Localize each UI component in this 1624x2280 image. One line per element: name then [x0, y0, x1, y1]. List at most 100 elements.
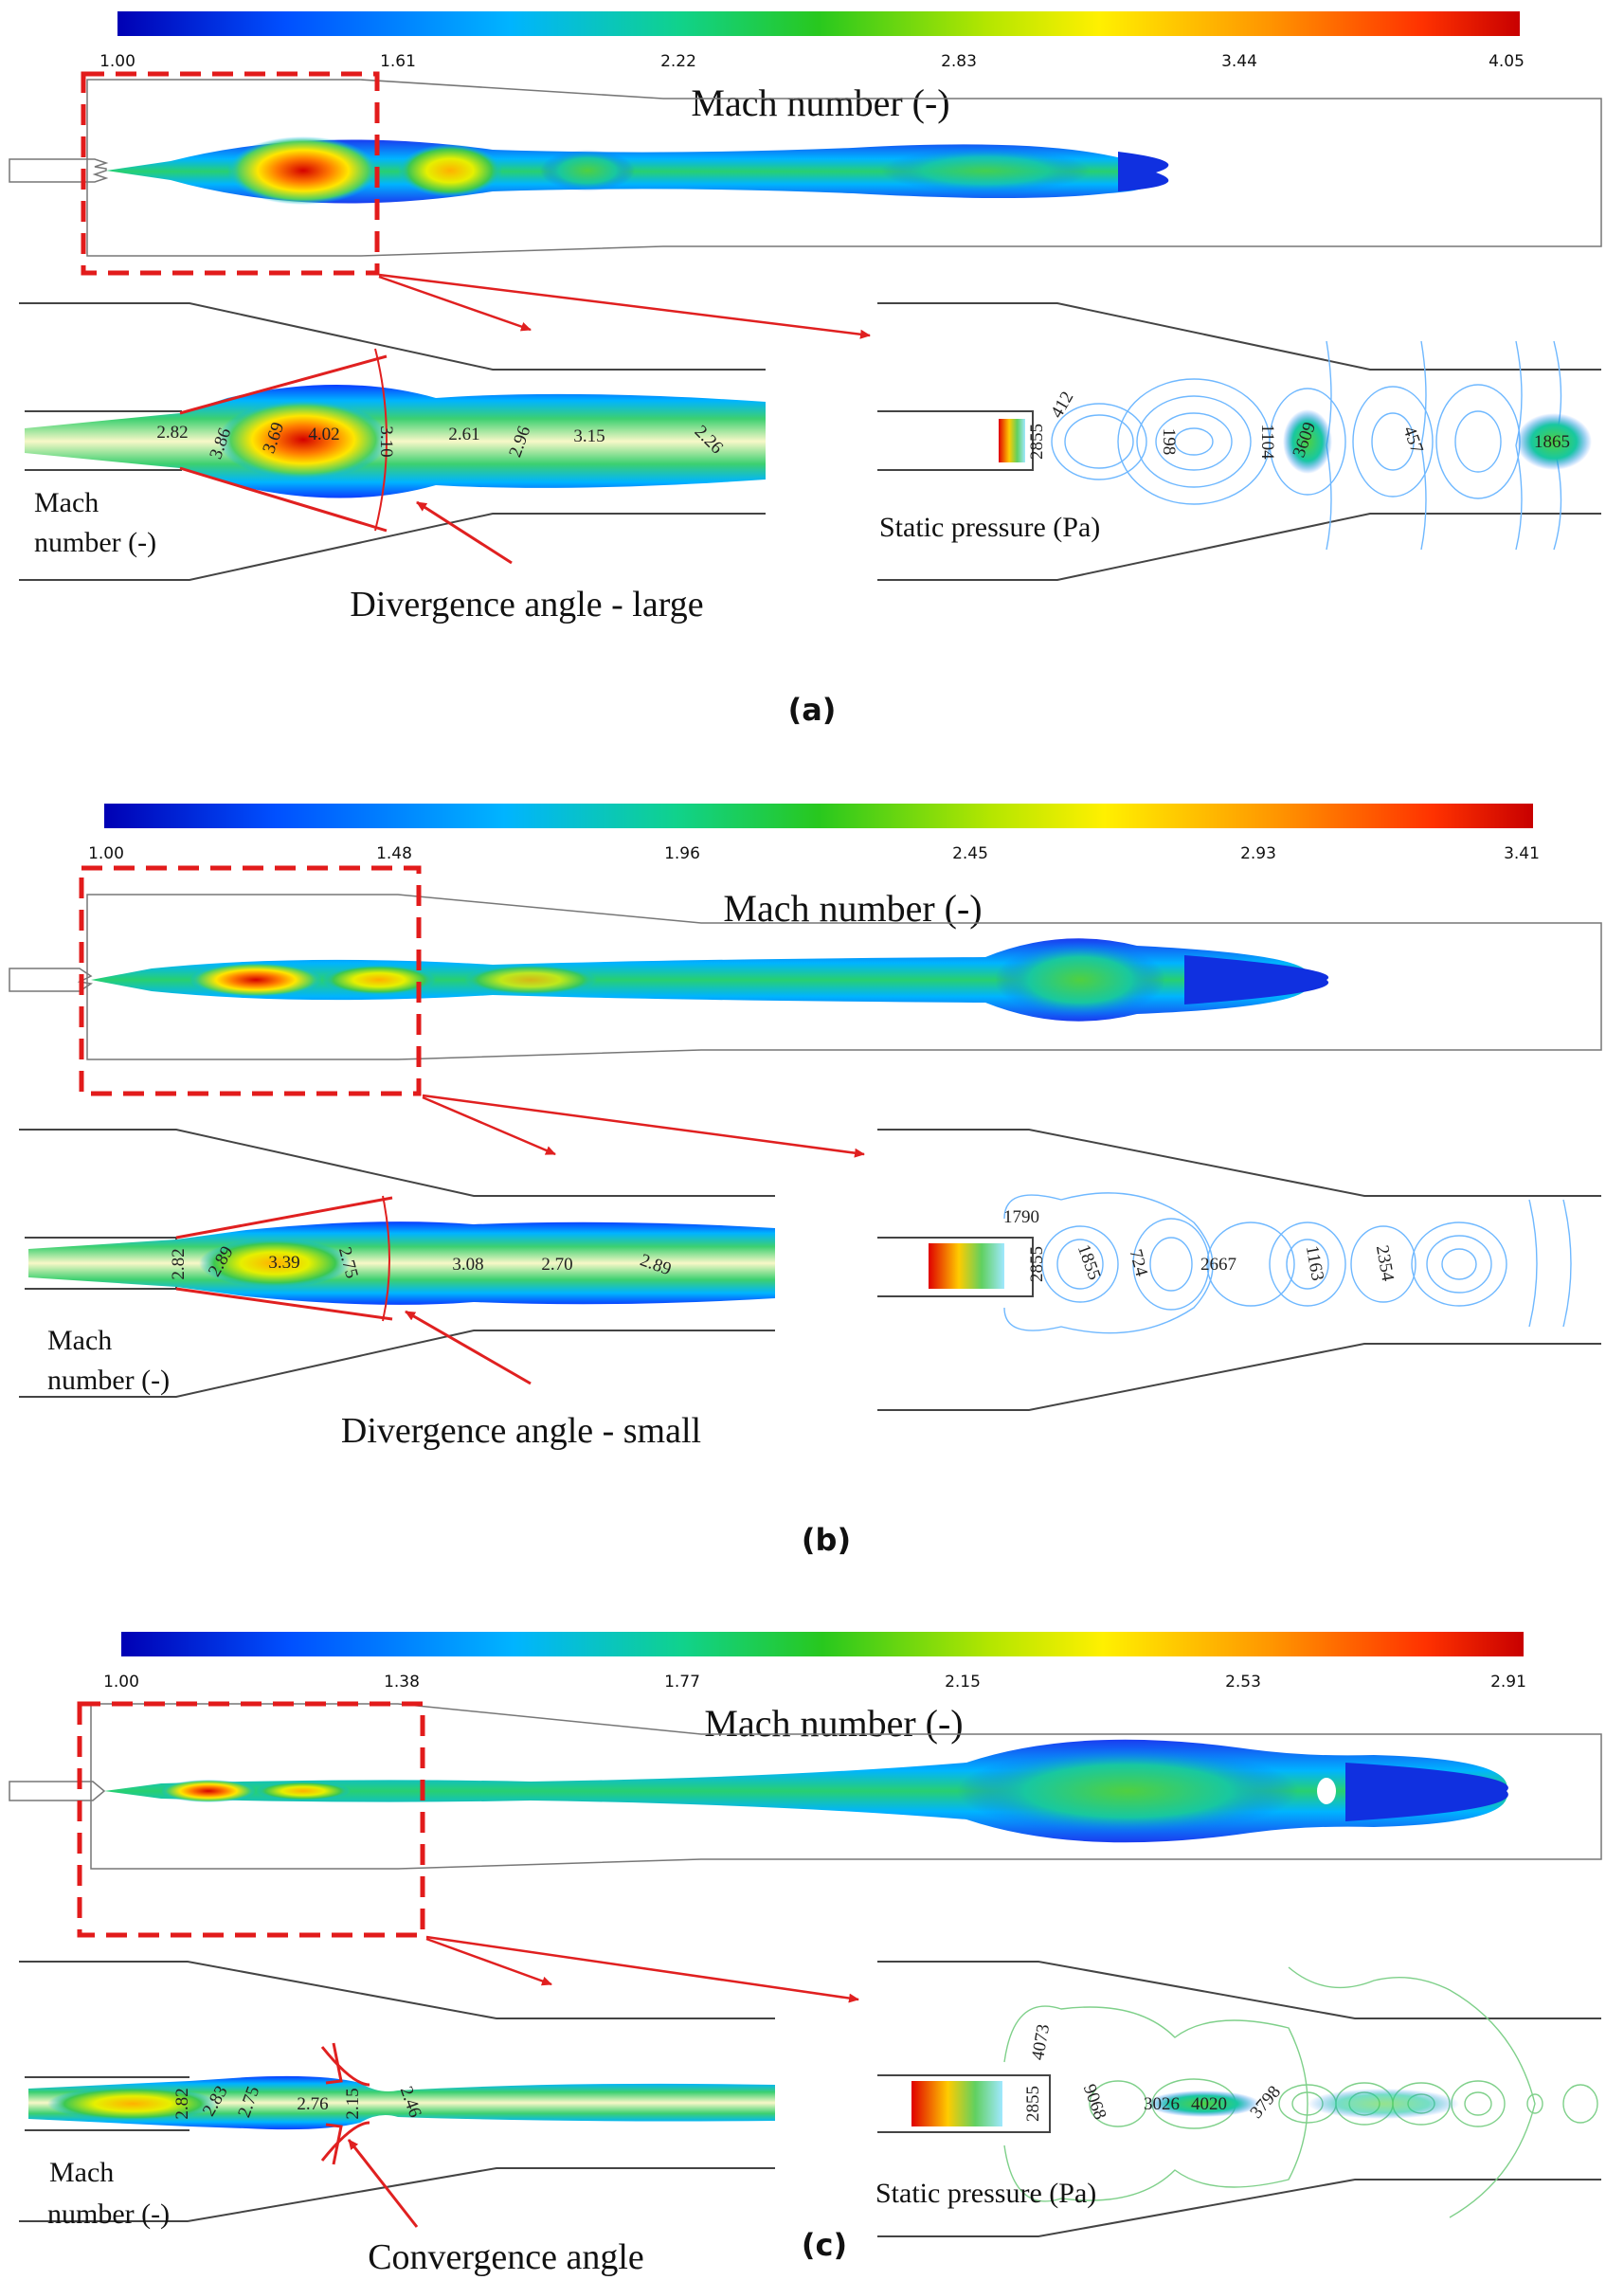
colorbar-b-tick-3: 2.45 — [952, 844, 988, 863]
pressure-value-b-0: 1790 — [1003, 1207, 1039, 1227]
panel-label-b: (b) — [802, 1522, 851, 1558]
pressure-value-c-0: 4073 — [1028, 2023, 1054, 2062]
mach-value-a-7: 3.15 — [573, 426, 604, 446]
mach-value-b-0: 2.82 — [169, 1248, 189, 1279]
panel-b: 1.00 1.48 1.96 2.45 2.93 3.41 Mach numbe… — [9, 804, 1602, 1558]
mach-value-a-5: 2.61 — [448, 425, 479, 444]
mach-label-a-1: Mach — [34, 487, 99, 518]
pressure-value-a-1: 412 — [1047, 389, 1077, 422]
zoom-plume-a — [25, 385, 766, 498]
mach-label-c-1: Mach — [49, 2157, 114, 2188]
zoom-box-a — [81, 71, 380, 276]
pressure-value-a-3: 1104 — [1257, 424, 1277, 460]
mach-value-c-3: 2.76 — [297, 2094, 328, 2114]
zoom-pressure-c: 4073 2855 9068 3026 4020 3798 Static pre… — [875, 1961, 1601, 2237]
colorbar-c-title: Mach number (-) — [704, 1702, 963, 1745]
pressure-value-a-2: 198 — [1159, 428, 1179, 456]
hotspot-a — [227, 136, 379, 205]
pressure-value-c-3: 3026 — [1144, 2094, 1180, 2114]
colorbar-b-tick-2: 1.96 — [664, 844, 700, 863]
pressure-value-a-6: 1865 — [1534, 432, 1570, 452]
colorbar-b-ramp — [104, 804, 1533, 828]
mach-value-b-2: 3.39 — [268, 1253, 299, 1273]
colorbar-c-tick-5: 2.91 — [1490, 1673, 1526, 1692]
pressure-value-a-0: 2855 — [1027, 424, 1047, 460]
colorbar-a-tick-1: 1.61 — [380, 52, 416, 71]
zoom-arrow-a-1 — [378, 275, 532, 332]
angle-arrow-a — [416, 500, 513, 565]
zoom-box-b — [79, 865, 422, 1096]
pressure-value-b-2: 1855 — [1074, 1242, 1105, 1283]
mach-label-c-2: number (-) — [47, 2199, 170, 2230]
nozzle-a-main — [9, 79, 1602, 257]
colorbar-b-tick-1: 1.48 — [376, 844, 412, 863]
mach-value-b-4: 3.08 — [452, 1255, 483, 1275]
colorbar-c: 1.00 1.38 1.77 2.15 2.53 2.91 Mach numbe… — [103, 1632, 1526, 1745]
zoom-pressure-b: 1790 2855 1855 724 2667 1163 2354 — [877, 1129, 1601, 1411]
pressure-value-c-2: 9068 — [1079, 2082, 1110, 2123]
colorbar-a-ramp — [117, 11, 1520, 36]
angle-caption-c: Convergence angle — [368, 2237, 644, 2277]
mach-label-b-2: number (-) — [47, 1365, 170, 1396]
contours-b — [1003, 1192, 1572, 1334]
panel-a: 1.00 1.61 2.22 2.83 3.44 4.05 Mach numbe… — [9, 11, 1602, 728]
panel-label-a: (a) — [788, 692, 837, 728]
mach-label-b-1: Mach — [47, 1325, 112, 1356]
mach-value-a-0: 2.82 — [156, 423, 188, 443]
mach-value-c-0: 2.82 — [172, 2088, 192, 2119]
colorbar-a-tick-0: 1.00 — [99, 52, 135, 71]
mach-value-a-4: 3.10 — [376, 425, 396, 457]
colorbar-c-ramp — [121, 1632, 1524, 1656]
zoom-mach-b: 2.82 2.89 3.39 2.75 3.08 2.70 2.89 Mach … — [19, 1129, 775, 1451]
pressure-value-b-1: 2855 — [1027, 1246, 1047, 1282]
colorbar-b-tick-4: 2.93 — [1240, 844, 1276, 863]
angle-caption-a: Divergence angle - large — [350, 585, 703, 624]
pressure-label-c: Static pressure (Pa) — [875, 2178, 1096, 2209]
zoom-plume-b — [28, 1221, 775, 1305]
colorbar-a-tick-3: 2.83 — [941, 52, 977, 71]
angle-arrow-c — [347, 2139, 419, 2228]
pressure-value-b-3: 724 — [1125, 1247, 1151, 1278]
pressure-value-b-5: 1163 — [1302, 1244, 1327, 1282]
colorbar-a-tick-5: 4.05 — [1489, 52, 1525, 71]
plume-b — [91, 938, 1309, 1022]
zoom-plume-c — [28, 2075, 775, 2130]
zoom-mach-c: 2.82 2.83 2.75 2.76 2.15 2.46 Mach numbe… — [19, 1961, 775, 2277]
zoom-arrow-a-2 — [378, 273, 871, 339]
angle-arrow-b — [405, 1310, 532, 1385]
nozzle-b-main — [9, 894, 1602, 1060]
colorbar-b-tick-5: 3.41 — [1504, 844, 1540, 863]
nozzle-c-main — [9, 1703, 1602, 1870]
zoom-arrow-c-1 — [425, 1937, 552, 1986]
colorbar-a-tick-2: 2.22 — [660, 52, 696, 71]
mach-value-c-4: 2.15 — [343, 2088, 363, 2119]
colorbar-a-tick-4: 3.44 — [1221, 52, 1257, 71]
zoom-arrow-b-1 — [422, 1095, 556, 1156]
colorbar-b: 1.00 1.48 1.96 2.45 2.93 3.41 Mach numbe… — [88, 804, 1540, 930]
colorbar-c-tick-1: 1.38 — [384, 1673, 420, 1692]
colorbar-c-tick-4: 2.53 — [1225, 1673, 1261, 1692]
pressure-value-c-4: 4020 — [1191, 2094, 1227, 2114]
pressure-value-c-1: 2855 — [1023, 2086, 1043, 2122]
zoom-arrow-c-2 — [425, 1935, 859, 2003]
colorbar-a-title: Mach number (-) — [691, 81, 949, 124]
zoom-mach-a: 2.82 3.86 3.69 4.02 3.10 2.61 2.96 3.15 … — [19, 302, 766, 624]
colorbar-b-tick-0: 1.00 — [88, 844, 124, 863]
pressure-label-a: Static pressure (Pa) — [879, 512, 1100, 543]
panel-c: 1.00 1.38 1.77 2.15 2.53 2.91 Mach numbe… — [9, 1632, 1602, 2277]
pressure-value-b-4: 2667 — [1200, 1255, 1236, 1275]
colorbar-c-tick-3: 2.15 — [945, 1673, 981, 1692]
mach-label-a-2: number (-) — [34, 527, 156, 558]
colorbar-a: 1.00 1.61 2.22 2.83 3.44 4.05 Mach numbe… — [99, 11, 1525, 124]
mach-value-b-5: 2.70 — [541, 1255, 572, 1275]
zoom-arrow-b-2 — [422, 1094, 865, 1158]
zoom-box-c — [77, 1701, 425, 1938]
colorbar-c-tick-2: 1.77 — [664, 1673, 700, 1692]
panel-label-c: (c) — [802, 2227, 847, 2263]
mach-value-a-3: 4.02 — [308, 425, 339, 444]
pressure-value-b-6: 2354 — [1372, 1244, 1398, 1284]
colorbar-c-tick-0: 1.00 — [103, 1673, 139, 1692]
angle-caption-b: Divergence angle - small — [341, 1411, 701, 1451]
zoom-pressure-a: 2855 412 198 1104 3609 457 1865 Static p… — [877, 302, 1601, 581]
